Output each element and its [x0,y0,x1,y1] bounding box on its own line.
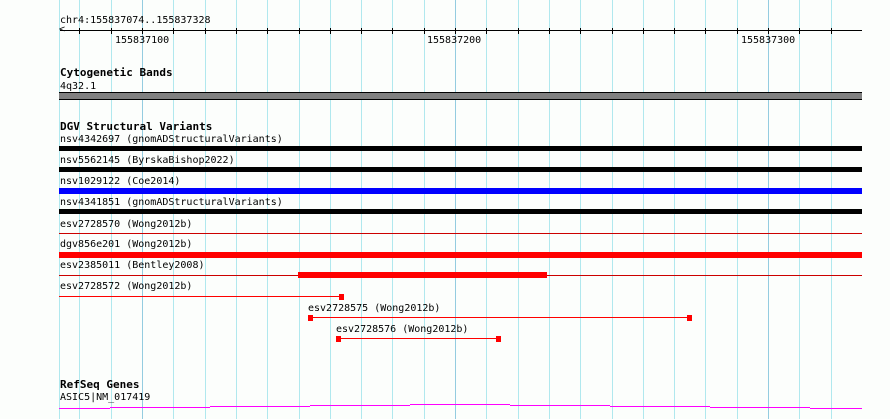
ruler-tick [142,28,143,34]
ruler-tick [486,28,487,34]
variant-label: nsv4342697 (gnomADStructuralVariants) [60,134,283,145]
variant-end-marker [308,315,313,321]
variant-label: esv2385011 (Bentley2008) [60,260,205,271]
gene-segment [710,407,810,408]
ruler-tick [361,28,362,34]
track-title: RefSeq Genes [60,378,140,391]
region-label: chr4:155837074..155837328 [60,15,211,26]
variant-label: esv2728575 (Wong2012b) [308,303,441,314]
gene-segment [210,406,310,407]
gene-segment [810,408,862,409]
ruler-tick [518,28,519,34]
track-title: Cytogenetic Bands [60,66,173,79]
ruler-tick [674,28,675,34]
variant-end-marker [687,315,692,321]
variant-end-marker [336,336,341,342]
ruler-tick [831,28,832,34]
gene-segment [110,407,210,408]
ruler-tick [612,28,613,34]
gene-segment [310,405,410,406]
ruler-tick [768,28,769,34]
gene-segment [59,408,110,409]
track-title: DGV Structural Variants [60,120,213,133]
gene-segment [410,404,510,405]
ruler-tick [267,28,268,34]
ruler-tick [455,28,456,34]
ruler-tick-label: 155837300 [741,35,796,46]
ruler-tick [236,28,237,34]
ruler-tick [799,28,800,34]
ruler-tick [111,28,112,34]
variant-bar[interactable] [59,233,862,234]
gene-segment [510,405,610,406]
ruler-tick [643,28,644,34]
variant-label: esv2728570 (Wong2012b) [60,219,193,230]
ruler-tick [79,28,80,34]
ruler-tick [205,28,206,34]
variant-bar[interactable] [298,272,547,278]
cytoband-bar[interactable] [59,92,862,100]
scroll-left-arrow-icon[interactable]: < [59,24,66,35]
ruler-tick [705,28,706,34]
ruler-tick [549,28,550,34]
variant-label: dgv856e201 (Wong2012b) [60,239,193,250]
ruler-tick [299,28,300,34]
variant-label: esv2728576 (Wong2012b) [336,324,469,335]
variant-label: nsv1029122 (Coe2014) [60,176,181,187]
ruler-tick [424,28,425,34]
variant-label: esv2728572 (Wong2012b) [60,281,193,292]
ruler-tick-label: 155837200 [427,35,482,46]
variant-label: nsv5562145 (ByrskaBishop2022) [60,155,235,166]
variant-line[interactable] [338,338,498,339]
ruler-tick [330,28,331,34]
ruler-tick [392,28,393,34]
band-label: 4q32.1 [60,81,97,92]
variant-bar[interactable] [59,252,862,258]
ruler-tick [173,28,174,34]
variant-line[interactable] [59,296,342,297]
ruler-tick [580,28,581,34]
variant-line[interactable] [310,317,690,318]
variant-end-marker [339,294,344,300]
variant-end-marker [496,336,501,342]
variant-bar[interactable] [59,188,862,194]
variant-bar[interactable] [59,146,862,151]
ruler-axis [60,30,862,31]
gene-segment [610,406,710,407]
variant-bar[interactable] [59,167,862,172]
ruler-tick-label: 155837100 [115,35,170,46]
variant-bar[interactable] [59,209,862,214]
gene-label: ASIC5|NM_017419 [60,392,151,403]
variant-label: nsv4341851 (gnomADStructuralVariants) [60,197,283,208]
ruler-tick [737,28,738,34]
